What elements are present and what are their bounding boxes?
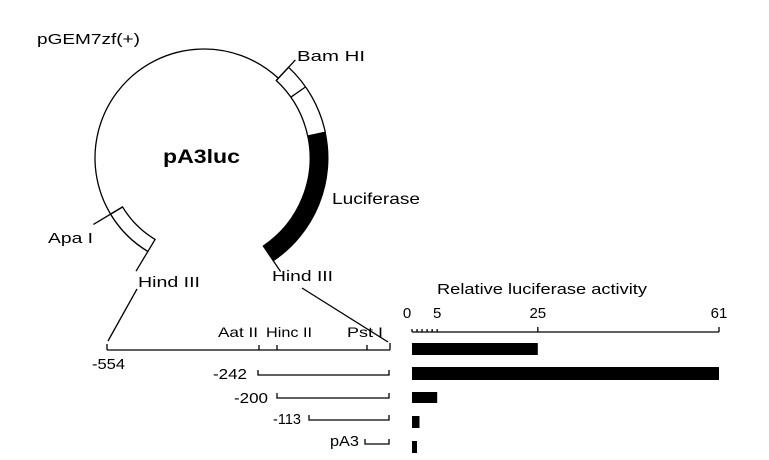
axis-tick-label: 0 (403, 305, 411, 322)
hind-iii-right-label: Hind III (272, 268, 333, 285)
apa-region-box (109, 206, 156, 253)
hinc-ii-label: Hinc II (266, 324, 312, 340)
plasmid-name: pA3luc (163, 147, 241, 168)
hind-iii-left-label: Hind III (138, 274, 200, 291)
apa-i-label: Apa I (48, 230, 93, 247)
activity-bar (412, 441, 417, 453)
hind-iii-left-site-tick (135, 251, 149, 272)
construct-bracket-200 (276, 393, 390, 399)
construct-label: -242 (213, 366, 247, 383)
activity-bar (412, 367, 719, 380)
vector-label: pGEM7zf(+) (37, 31, 140, 48)
construct-bracket-pa3 (364, 439, 390, 445)
bam-hi-label: Bam HI (297, 48, 365, 65)
apa-i-site-tick (93, 206, 123, 225)
hind-iii-right-site-tick (262, 245, 282, 272)
pst-i-label: Pst I (347, 324, 383, 340)
axis-tick-label: 25 (529, 305, 546, 322)
chart-title: Relative luciferase activity (437, 281, 648, 298)
expansion-line-right (301, 287, 389, 343)
construct-label: pA3 (330, 433, 359, 450)
construct-label: -200 (234, 390, 268, 407)
activity-bar (412, 343, 538, 355)
axis-tick-label: 61 (711, 305, 728, 322)
bam-region-box (275, 66, 327, 137)
plasmid-backbone (94, 48, 279, 252)
construct-label: -113 (273, 411, 301, 428)
axis-tick-label: 5 (433, 305, 441, 322)
activity-bar (412, 392, 438, 403)
bam-region-divider (290, 86, 306, 98)
construct-bracket-113 (308, 415, 390, 421)
expansion-line-left (107, 288, 138, 342)
activity-bar (412, 416, 420, 428)
luciferase-label: Luciferase (332, 191, 420, 208)
bam-hi-site-tick (275, 59, 296, 81)
activity-chart: Relative luciferase activity 0 5 25 61 (403, 281, 728, 453)
aat-ii-label: Aat II (218, 324, 258, 340)
x-axis-ticks (411, 327, 720, 332)
promoter-map: Aat II Hinc II Pst I -554 -242 -200 -113… (92, 324, 391, 450)
construct-bracket-242 (257, 370, 390, 376)
construct-label: -554 (92, 356, 125, 373)
luciferase-gene-band (262, 131, 329, 262)
plasmid-map: pGEM7zf(+) Apa I Bam HI Luciferase pA3lu… (37, 31, 420, 343)
